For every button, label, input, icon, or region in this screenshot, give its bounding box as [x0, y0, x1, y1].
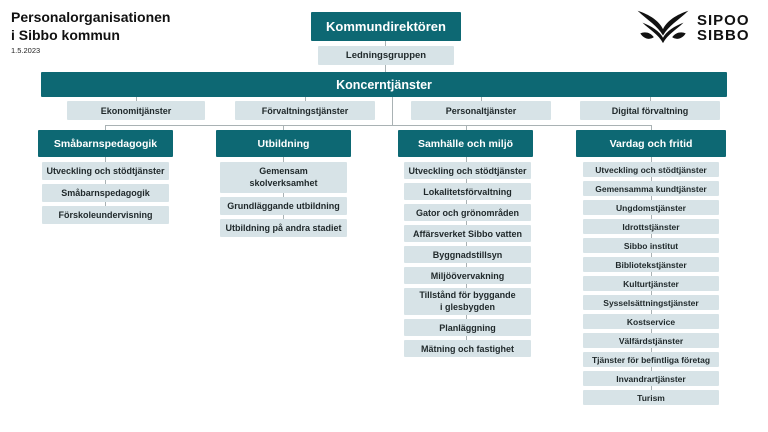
- connector-stub-unit1: [136, 97, 137, 102]
- department-item: Förskoleundervisning: [42, 206, 169, 224]
- department-item: Planläggning: [404, 319, 531, 336]
- department-item: Sibbo institut: [583, 238, 719, 253]
- connector-concern-down: [392, 97, 393, 126]
- sipoo-logo: SIPOO SIBBO: [636, 8, 750, 48]
- department-item: Tjänster för befintliga företag: [583, 352, 719, 367]
- department-header-smabarnspedagogik: Småbarnspedagogik: [38, 130, 173, 157]
- department-item: Välfärdstjänster: [583, 333, 719, 348]
- connector-stub-dept4: [651, 125, 652, 131]
- connector-stub-dept3: [466, 125, 467, 131]
- department-item: Utveckling och stödtjänster: [42, 162, 169, 180]
- department-item: Utbildning på andra stadiet: [220, 219, 347, 237]
- department-item: Utveckling och stödtjänster: [583, 162, 719, 177]
- department-item: Grundläggande utbildning: [220, 197, 347, 215]
- logo-text-line2: SIBBO: [697, 27, 750, 44]
- department-header-samhalle-och-miljo: Samhälle och miljö: [398, 130, 533, 157]
- connector-stub-unit4: [650, 97, 651, 102]
- department-item: Utveckling och stödtjänster: [404, 162, 531, 179]
- connector-stub-unit3: [481, 97, 482, 102]
- chart-date: 1.5.2023: [11, 46, 41, 55]
- department-item: Ungdomstjänster: [583, 200, 719, 215]
- concern-unit-forvaltningstjanster: Förvaltningstjänster: [235, 101, 375, 120]
- department-item: Affärsverket Sibbo vatten: [404, 225, 531, 242]
- department-item: Tillstånd för byggande i glesbygden: [404, 288, 531, 315]
- department-item: Mätning och fastighet: [404, 340, 531, 357]
- department-item: Byggnadstillsyn: [404, 246, 531, 263]
- department-header-vardag-och-fritid: Vardag och fritid: [576, 130, 726, 157]
- department-header-utbildning: Utbildning: [216, 130, 351, 157]
- department-item: Gator och grönområden: [404, 204, 531, 221]
- department-item: Lokalitetsförvaltning: [404, 183, 531, 200]
- node-kommundirektoren: Kommundirektören: [311, 12, 461, 41]
- department-item: Turism: [583, 390, 719, 405]
- logo-bird-icon: [637, 10, 689, 44]
- node-koncerntjanster: Koncerntjänster: [41, 72, 727, 97]
- chart-title: Personalorganisationen i Sibbo kommun: [11, 9, 171, 44]
- connector-horizontal: [105, 125, 652, 126]
- connector-stub-unit2: [305, 97, 306, 102]
- logo-text: SIPOO SIBBO: [697, 13, 750, 43]
- department-item: Kostservice: [583, 314, 719, 329]
- department-item: Gemensamma kundtjänster: [583, 181, 719, 196]
- connector-spine-dept1: [105, 157, 106, 210]
- node-ledningsgruppen: Ledningsgruppen: [318, 46, 454, 65]
- department-item: Gemensam skolverksamhet: [220, 162, 347, 193]
- concern-unit-personaltjanster: Personaltjänster: [411, 101, 551, 120]
- concern-unit-digital-forvaltning: Digital förvaltning: [580, 101, 720, 120]
- department-item: Kulturtjänster: [583, 276, 719, 291]
- connector-stub-dept1: [105, 125, 106, 131]
- connector-stub-dept2: [283, 125, 284, 131]
- department-item: Miljöövervakning: [404, 267, 531, 284]
- department-item: Idrottstjänster: [583, 219, 719, 234]
- connector-director-down: [385, 41, 386, 46]
- department-item: Invandrartjänster: [583, 371, 719, 386]
- logo-text-line1: SIPOO: [697, 12, 750, 29]
- department-item: Sysselsättningstjänster: [583, 295, 719, 310]
- department-item: Småbarnspedagogik: [42, 184, 169, 202]
- connector-management-down: [385, 65, 386, 72]
- concern-unit-ekonomitjanster: Ekonomitjänster: [67, 101, 205, 120]
- department-item: Bibliotekstjänster: [583, 257, 719, 272]
